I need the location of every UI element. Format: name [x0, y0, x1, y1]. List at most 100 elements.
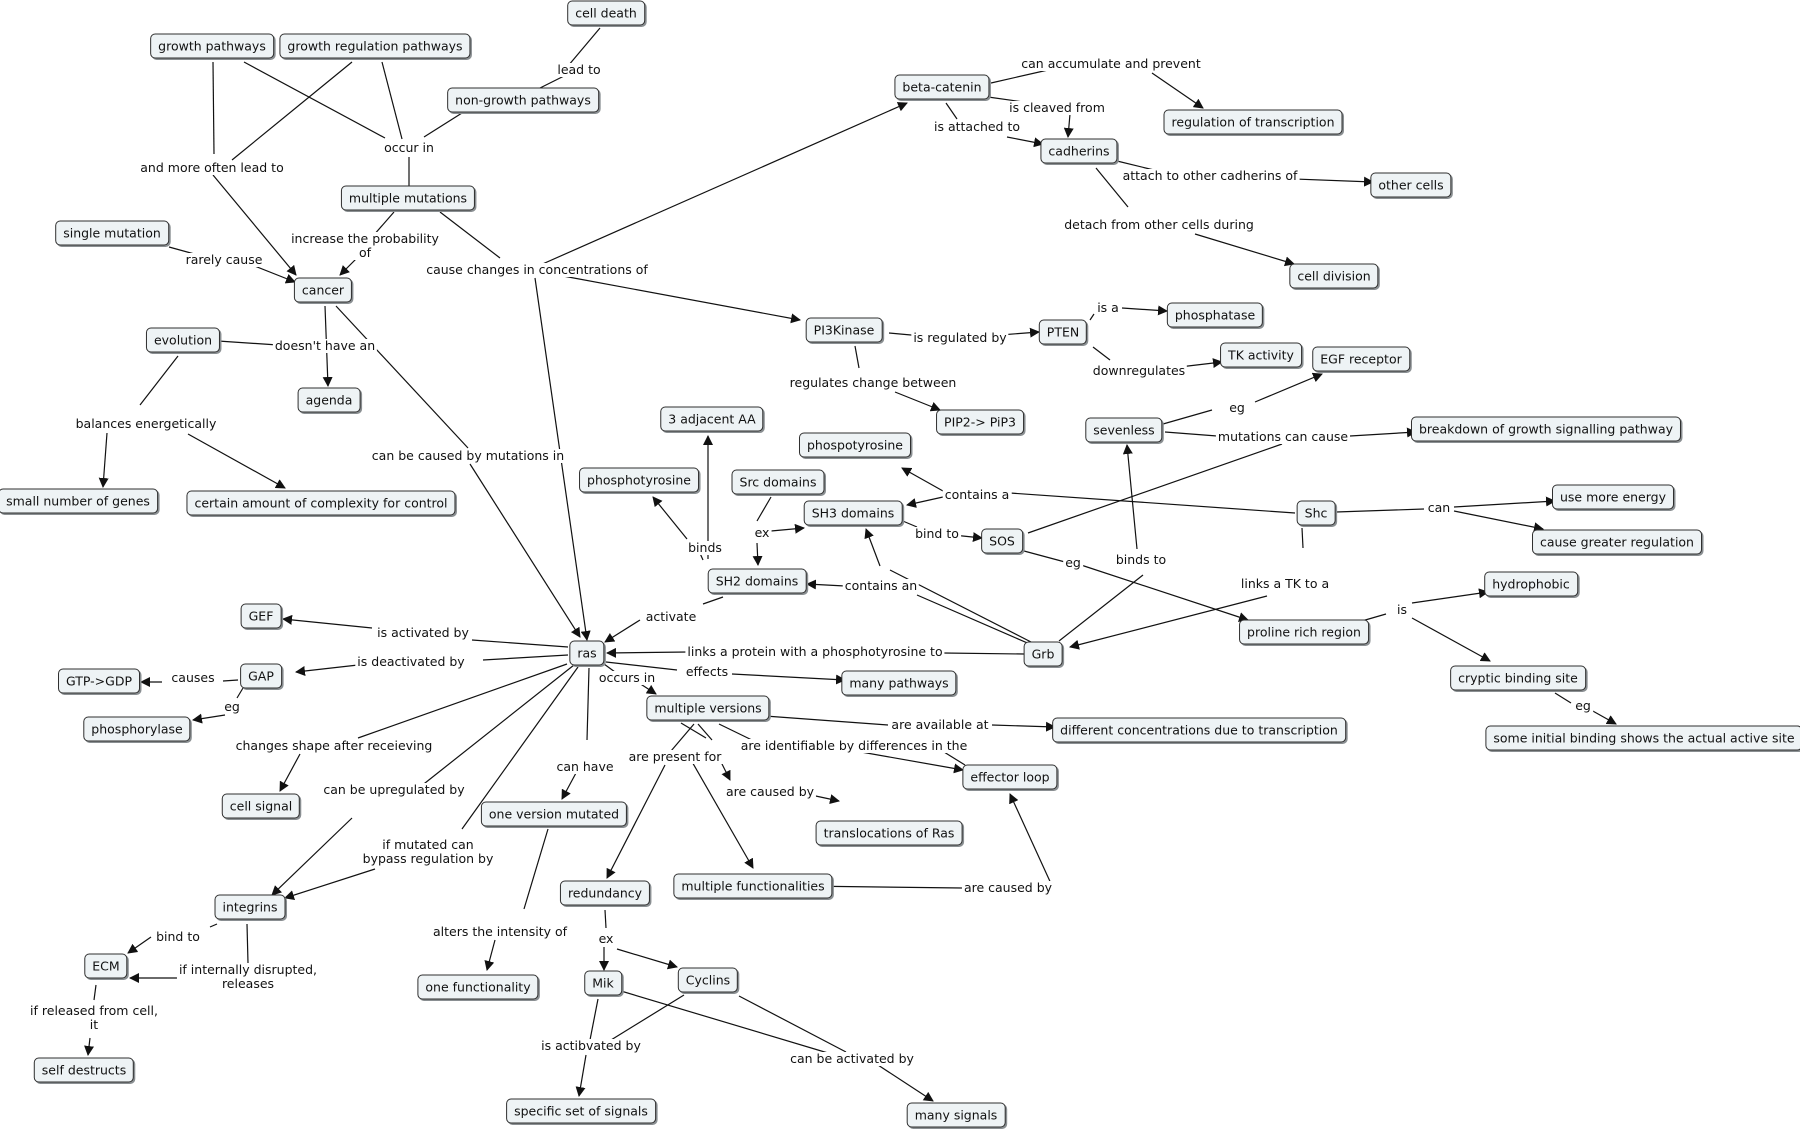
node-small-number-of-genes[interactable]: small number of genes [0, 488, 158, 514]
link-label-binds: binds [686, 540, 724, 555]
node-ecm[interactable]: ECM [84, 953, 128, 979]
connector-line [1151, 72, 1204, 109]
node-cell-death[interactable]: cell death [567, 0, 645, 26]
connector-line [1092, 346, 1111, 361]
node-phospotyrosine[interactable]: phospotyrosine [798, 432, 912, 458]
node-sos[interactable]: SOS [981, 528, 1023, 554]
node-3-adjacent-aa[interactable]: 3 adjacent AA [660, 406, 764, 432]
node-effector-loop[interactable]: effector loop [962, 764, 1058, 790]
node-many-signals[interactable]: many signals [906, 1102, 1006, 1128]
node-pi3kinase[interactable]: PI3Kinase [805, 317, 883, 343]
link-label-detach-from-other-cells-during: detach from other cells during [1062, 217, 1256, 232]
link-label-contains-an: contains an [842, 578, 920, 593]
node-ras[interactable]: ras [569, 640, 605, 666]
node-tk-activity[interactable]: TK activity [1220, 342, 1302, 368]
node-use-more-energy[interactable]: use more energy [1551, 484, 1675, 510]
connector-line [1027, 443, 1283, 534]
node-many-pathways[interactable]: many pathways [841, 670, 957, 696]
node-agenda[interactable]: agenda [297, 387, 361, 413]
connector-line [93, 984, 97, 1001]
connector-line [419, 664, 575, 788]
node-cadherins[interactable]: cadherins [1040, 138, 1118, 164]
node-src-domains[interactable]: Src domains [731, 469, 825, 495]
connector-line [877, 1064, 934, 1102]
node-growth-pathways[interactable]: growth pathways [150, 33, 274, 59]
link-label-links-a-protein-with-phosphotyrosine: links a protein with a phosphotyrosine t… [685, 644, 945, 659]
node-pip2-pip3[interactable]: PIP2-> PiP3 [936, 409, 1024, 435]
node-gap[interactable]: GAP [240, 663, 282, 689]
connector-line [738, 995, 847, 1053]
link-label-is-attached-to: is attached to [931, 119, 1023, 134]
node-phosphatase[interactable]: phosphatase [1166, 302, 1264, 328]
node-redundancy[interactable]: redundancy [559, 880, 651, 906]
connector-line [1080, 564, 1249, 622]
node-sh2-domains[interactable]: SH2 domains [707, 568, 807, 594]
node-growth-regulation-pathways[interactable]: growth regulation pathways [279, 33, 471, 59]
node-integrins[interactable]: integrins [214, 894, 286, 920]
node-phosphotyrosine[interactable]: phosphotyrosine [579, 467, 699, 493]
connector-line [231, 61, 353, 161]
link-label-are-caused-by-translocations: are caused by [723, 784, 817, 799]
node-grb[interactable]: Grb [1023, 641, 1063, 667]
node-multiple-versions[interactable]: multiple versions [646, 695, 770, 721]
node-other-cells[interactable]: other cells [1370, 172, 1452, 198]
node-phosphorylase[interactable]: phosphorylase [83, 716, 191, 742]
link-label-is: is [1395, 602, 1409, 617]
node-one-version-mutated[interactable]: one version mutated [480, 801, 628, 827]
connector-line [1335, 508, 1425, 513]
node-translocations-of-ras[interactable]: translocations of Ras [815, 820, 963, 846]
connector-line [127, 936, 152, 954]
link-label-eg-sos: eg [1063, 555, 1083, 570]
link-label-lead-to: lead to [555, 62, 603, 77]
link-label-changes-shape-after-receiving: changes shape after receieving [233, 738, 435, 753]
link-label-is-actibvated-by: is actibvated by [539, 1038, 643, 1053]
connector-line [212, 61, 215, 155]
node-multiple-mutations[interactable]: multiple mutations [340, 185, 476, 211]
node-some-initial-binding[interactable]: some initial binding shows the actual ac… [1485, 725, 1800, 751]
node-gtp-gdp[interactable]: GTP->GDP [58, 668, 140, 694]
node-multiple-functionalities[interactable]: multiple functionalities [673, 873, 833, 899]
link-label-downregulates: downregulates [1090, 363, 1188, 378]
connector-line [187, 433, 286, 489]
connector-line [943, 751, 966, 766]
node-cryptic-binding-site[interactable]: cryptic binding site [1450, 665, 1586, 691]
node-cause-greater-regulation[interactable]: cause greater regulation [1532, 529, 1702, 555]
node-cell-division[interactable]: cell division [1289, 263, 1379, 289]
node-cell-signal[interactable]: cell signal [221, 793, 301, 819]
node-self-destructs[interactable]: self destructs [33, 1057, 135, 1083]
node-breakdown-of-growth-signalling[interactable]: breakdown of growth signalling pathway [1410, 416, 1682, 442]
connector-line [1069, 595, 1268, 650]
node-pten[interactable]: PTEN [1038, 319, 1088, 345]
node-shc[interactable]: Shc [1296, 500, 1336, 526]
node-cancer[interactable]: cancer [293, 277, 353, 303]
node-certain-amount-of-complexity[interactable]: certain amount of complexity for control [186, 490, 456, 516]
node-regulation-of-transcription[interactable]: regulation of transcription [1163, 109, 1343, 135]
node-proline-rich-region[interactable]: proline rich region [1239, 619, 1369, 645]
node-cyclins[interactable]: Cyclins [677, 967, 739, 993]
connector-line [1009, 492, 1296, 514]
node-single-mutation[interactable]: single mutation [55, 220, 169, 246]
connector-line [1453, 510, 1544, 533]
node-beta-catenin[interactable]: beta-catenin [894, 74, 990, 100]
node-non-growth-pathways[interactable]: non-growth pathways [447, 87, 599, 113]
node-gef[interactable]: GEF [240, 603, 282, 629]
node-specific-set-of-signals[interactable]: specific set of signals [506, 1098, 656, 1124]
node-hydrophobic[interactable]: hydrophobic [1484, 571, 1578, 597]
connector-line [1023, 550, 1066, 563]
connector-line [236, 687, 244, 699]
connector-line [1009, 793, 1054, 889]
connector-line [284, 868, 376, 900]
node-one-functionality[interactable]: one functionality [417, 974, 539, 1000]
node-sh3-domains[interactable]: SH3 domains [803, 500, 903, 526]
node-evolution[interactable]: evolution [145, 327, 221, 353]
node-different-concentrations[interactable]: different concentrations due to transcri… [1052, 717, 1346, 743]
node-mik[interactable]: Mik [584, 970, 622, 996]
node-sevenless[interactable]: sevenless [1085, 417, 1163, 443]
link-label-are-caused-by-functionalities: are caused by [961, 880, 1055, 895]
connector-line [606, 647, 689, 658]
connector-line [222, 679, 239, 682]
connector-line [192, 713, 226, 724]
link-label-are-present-for: are present for [626, 749, 724, 764]
connector-line [439, 211, 501, 259]
node-egf-receptor[interactable]: EGF receptor [1312, 346, 1410, 372]
